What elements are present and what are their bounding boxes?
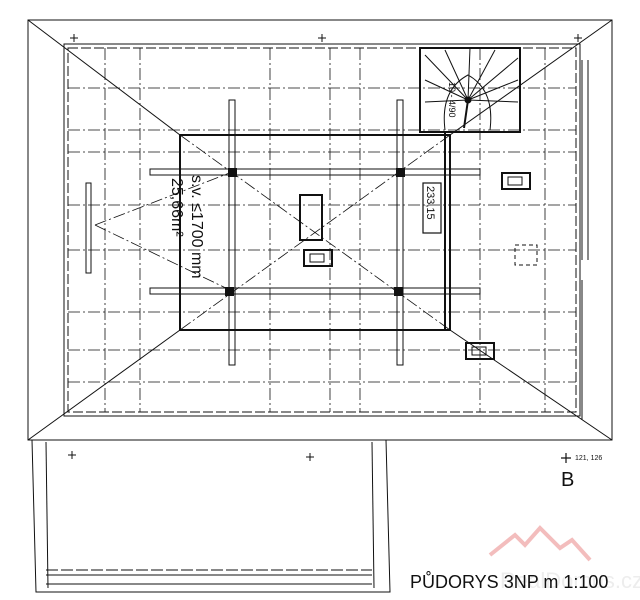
room-height-note: s.v. ≤1700 mm [188,175,205,279]
survey-crosses [68,34,582,463]
point-label: B [561,469,574,491]
staircase [419,47,521,133]
roof-inner-outline [63,43,581,417]
elevation-label: 233,15 [424,186,436,220]
chimney [299,194,323,241]
columns [225,168,405,296]
hip-lines [27,19,613,441]
grid-lines [68,48,576,412]
room-area: 25,66m² [168,178,185,237]
porch-roof [31,439,391,593]
point-coords: 121, 126 [575,455,602,462]
beams [149,99,481,366]
vent-2 [501,172,531,190]
watermark-logo: RealDomus.cz [488,525,640,593]
vent-1 [303,249,333,267]
attic-room-outline [179,134,451,331]
watermark-text: RealDomus.cz [500,568,640,593]
drawing-title: PŮDORYS 3NP m 1:100 [410,571,608,592]
stair-label: 10 - 4/90 [447,82,457,118]
vent-3 [465,342,495,360]
